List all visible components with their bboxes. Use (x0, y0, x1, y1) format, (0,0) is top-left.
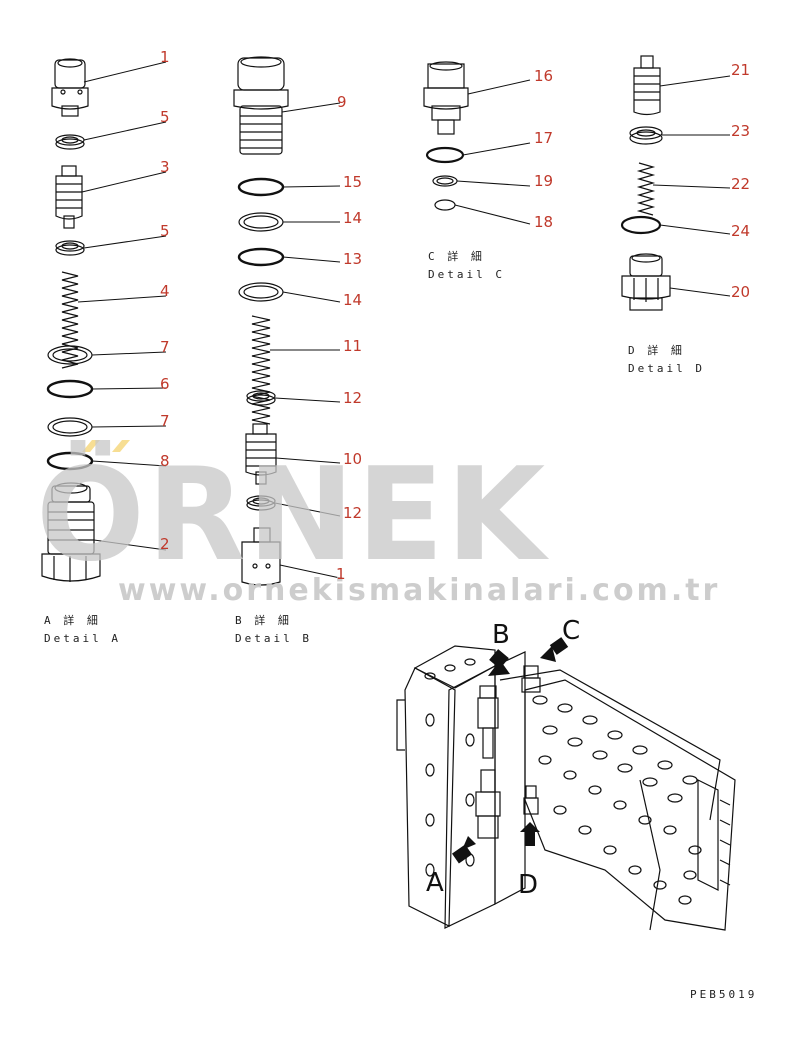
callout-21: 21 (731, 61, 751, 79)
watermark-brand: ÖRNEK (36, 441, 548, 590)
part-2-valve-body (41, 482, 101, 582)
callout-13: 13 (343, 250, 363, 268)
callout-3: 3 (160, 158, 170, 176)
part-9-plug-b (233, 56, 289, 155)
detail-c-caption-jp: C 詳 細 (428, 250, 485, 263)
part-15-o-ring (237, 177, 285, 197)
part-1-plug-a (51, 58, 89, 117)
part-13-o-ring (237, 247, 285, 267)
callout-5: 5 (160, 222, 170, 240)
callout-10: 10 (343, 450, 363, 468)
callout-6: 6 (160, 375, 170, 393)
part-4-spring-a (61, 271, 79, 369)
callout-2: 2 (160, 535, 170, 553)
callout-15: 15 (343, 173, 363, 191)
part-20-plug-d (621, 253, 671, 311)
callout-7: 7 (160, 338, 170, 356)
part-12-seat-a (246, 390, 276, 406)
callout-22: 22 (731, 175, 751, 193)
part-21-poppet-d (633, 55, 661, 116)
callout-18: 18 (534, 213, 554, 231)
view-label-b: B (492, 620, 510, 650)
view-label-d: D (518, 870, 539, 900)
part-16-plug-c (423, 61, 469, 135)
part-6-o-ring (46, 379, 94, 399)
callout-8: 8 (160, 452, 170, 470)
part-12-seat-b (246, 495, 276, 511)
detail-d-caption-jp: D 詳 細 (628, 344, 685, 357)
main-valve-assembly (396, 645, 736, 931)
callout-24: 24 (731, 222, 751, 240)
arrow-d-icon (520, 822, 540, 846)
view-label-c: C (562, 616, 581, 646)
part-5-seat-a (55, 134, 85, 150)
detail-b-caption: Detail B (235, 632, 312, 645)
callout-11: 11 (343, 337, 363, 355)
detail-b-caption-jp: B 詳 細 (235, 614, 292, 627)
detail-c-caption: Detail C (428, 268, 505, 281)
view-arrows (452, 637, 569, 864)
callout-14: 14 (343, 291, 363, 309)
callout-1: 1 (160, 48, 170, 66)
part-24-o-ring (620, 215, 662, 235)
drawing-code: PEB5019 (690, 988, 758, 1001)
part-11-spring (251, 315, 271, 425)
part-1-plug-b (241, 527, 281, 586)
arrow-a-icon (452, 836, 476, 864)
callout-4: 4 (160, 282, 170, 300)
part-3-poppet (55, 165, 83, 229)
view-label-a: A (426, 868, 444, 898)
part-18-ball (434, 199, 456, 211)
callout-16: 16 (534, 67, 554, 85)
detail-a-caption: Detail A (44, 632, 121, 645)
callout-23: 23 (731, 122, 751, 140)
callout-19: 19 (534, 172, 554, 190)
part-22-spring (636, 162, 656, 216)
callout-7: 7 (160, 412, 170, 430)
arrow-c-icon (540, 637, 569, 662)
callout-12: 12 (343, 504, 363, 522)
leader-lines (77, 61, 731, 579)
callout-20: 20 (731, 283, 751, 301)
callout-1: 1 (336, 565, 346, 583)
part-10-poppet-b (245, 423, 277, 485)
part-17-o-ring (425, 146, 465, 164)
detail-a-caption-jp: A 詳 細 (44, 614, 101, 627)
detail-d-caption: Detail D (628, 362, 705, 375)
callout-9: 9 (337, 93, 347, 111)
part-5-seat-b (55, 240, 85, 256)
arrow-b-icon (488, 649, 510, 676)
watermark-accent (82, 440, 130, 452)
watermark-url: www.ornekismakinalari.com.tr (118, 573, 721, 608)
part-23-seat (629, 126, 663, 145)
callout-14: 14 (343, 209, 363, 227)
callout-17: 17 (534, 129, 554, 147)
callout-12: 12 (343, 389, 363, 407)
callout-5: 5 (160, 108, 170, 126)
